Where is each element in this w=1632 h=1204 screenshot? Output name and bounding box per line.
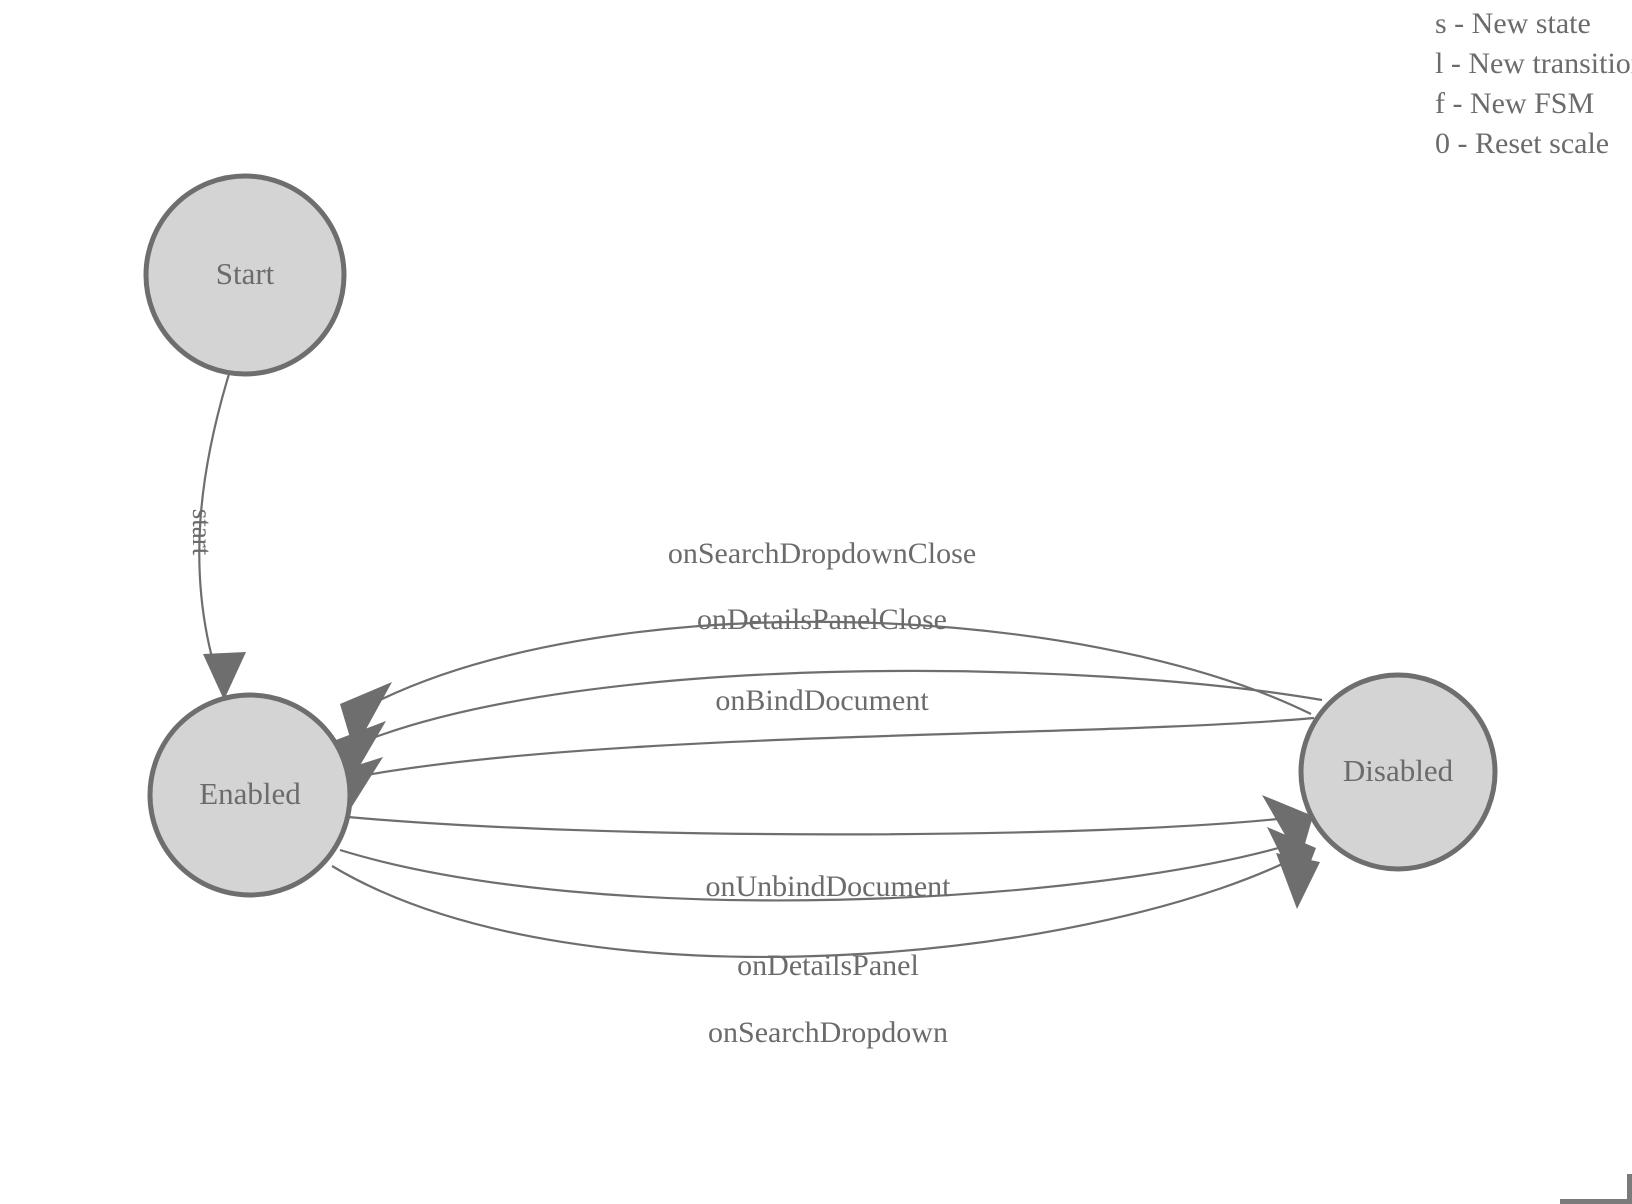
arrowhead-icon-start-to-enabled [203, 652, 246, 700]
window-resize-handle[interactable] [1560, 1174, 1632, 1204]
edge-path-onunbinddocument[interactable] [347, 815, 1289, 836]
edge-path-onsearchdropdownclose[interactable] [365, 620, 1312, 715]
edges-layer [198, 373, 1323, 958]
edge-label-onbinddocument[interactable]: onBindDocument [715, 684, 929, 717]
edge-path-ondetailspanelclose[interactable] [356, 669, 1323, 746]
edge-label-ondetailspanelclose[interactable]: onDetailsPanelClose [697, 603, 947, 636]
help-line-new-fsm: f - New FSM [1435, 87, 1595, 120]
node-disabled-circle[interactable] [1298, 672, 1498, 872]
node-enabled-circle[interactable] [147, 692, 353, 898]
arrowhead-icon-onsearchdropdown [1276, 853, 1320, 909]
edge-label-onsearchdropdownclose[interactable]: onSearchDropdownClose [668, 537, 976, 570]
edge-path-onbinddocument[interactable] [349, 716, 1315, 780]
help-line-new-transition: l - New transition [1435, 47, 1632, 80]
node-start[interactable]: Start [143, 173, 347, 377]
node-disabled[interactable]: Disabled [1298, 672, 1498, 872]
node-enabled[interactable]: Enabled [147, 692, 353, 898]
edge-label-onunbinddocument[interactable]: onUnbindDocument [706, 870, 952, 903]
node-start-circle[interactable] [143, 173, 347, 377]
edge-label-ondetailspanel[interactable]: onDetailsPanel [737, 949, 919, 982]
help-overlay: s - New state l - New transition f - New… [1427, 0, 1632, 164]
help-line-reset-scale: 0 - Reset scale [1435, 127, 1610, 160]
node-start-label: Start [216, 256, 275, 291]
edge-path-start-to-enabled[interactable] [198, 373, 231, 673]
edge-label-start[interactable]: start [187, 509, 217, 556]
edge-path-onsearchdropdown[interactable] [331, 849, 1311, 958]
edge-path-ondetailspanel[interactable] [339, 841, 1297, 902]
edge-labels-layer: start onSearchDropdownClose onDetailsPan… [187, 509, 976, 1049]
node-enabled-label: Enabled [199, 776, 301, 811]
edge-label-onsearchdropdown[interactable]: onSearchDropdown [708, 1016, 948, 1049]
help-line-new-state: s - New state [1435, 7, 1591, 40]
node-disabled-label: Disabled [1343, 753, 1454, 788]
